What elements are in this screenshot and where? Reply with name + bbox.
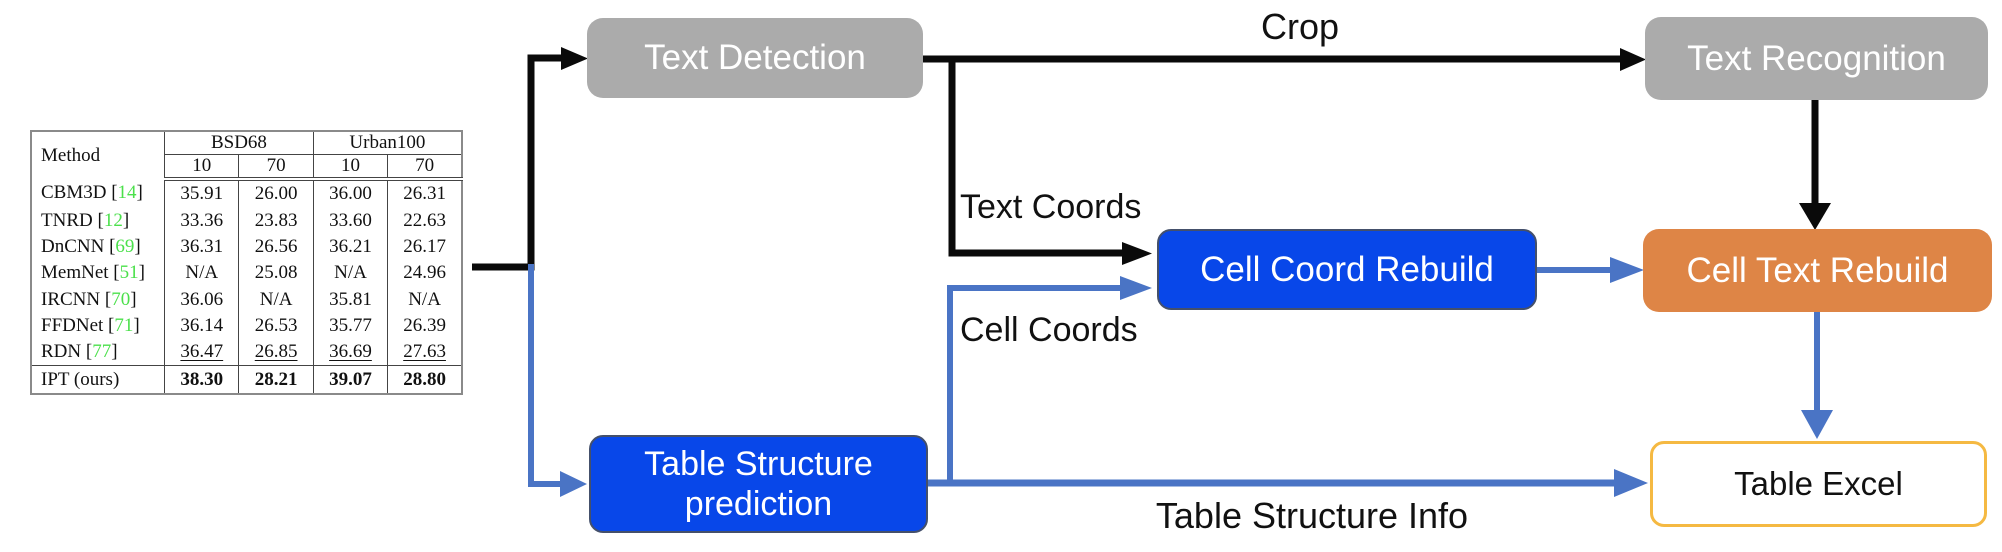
arrow-recognition-to-celltext-head [1799,203,1831,230]
value-cell: 33.60 [312,207,388,234]
arrow-crop-head [1620,48,1646,71]
node-table-excel: Table Excel [1650,441,1987,527]
arrow-cell-coords-head [1120,276,1152,300]
value-cell: N/A [312,260,388,287]
edge-label-table-structure-info: Table Structure Info [1155,495,1469,536]
method-cell: IRCNN [70] [41,288,137,310]
citation-number: 69 [115,236,135,258]
value-cell: 39.07 [312,365,388,394]
value-cell: 26.31 [387,179,462,208]
value-cell: 24.96 [387,260,462,287]
citation-number: 70 [111,288,131,310]
value-cell: 26.39 [387,312,462,339]
arrow-structure-info-head [1614,469,1648,497]
value-cell: 28.80 [387,365,462,394]
arrow-coord-to-text-rebuild-head [1610,257,1644,283]
arrow-text-rebuild-to-excel-head [1801,410,1833,439]
value-cell: 22.63 [387,207,462,234]
node-cell-coord-rebuild: Cell Coord Rebuild [1157,229,1537,310]
value-cell: N/A [164,260,239,287]
value-cell: 33.36 [164,207,239,234]
method-cell: RDN [77] [41,341,118,363]
value-cell: 38.30 [164,365,239,394]
value-cell: 36.00 [312,179,388,208]
citation-number: 71 [114,314,134,336]
arrow-table-to-structure-line [528,264,560,487]
node-text-detection: Text Detection [587,18,923,98]
value-cell: 36.47 [164,338,239,366]
col-header-method: Method [41,144,101,166]
method-cell: IPT (ours) [31,365,165,394]
method-cell: TNRD [12] [41,209,130,231]
node-text-recognition: Text Recognition [1645,17,1988,100]
value-cell: N/A [238,286,314,313]
value-cell: 36.21 [312,233,388,261]
method-cell: CBM3D [14] [41,182,143,204]
arrow-text-coords-head [1122,242,1152,265]
value-cell: 27.63 [387,338,462,366]
method-cell: DnCNN [69] [41,236,141,258]
method-cell: MemNet [51] [41,262,145,284]
col-sub-urban100-70: 70 [387,154,462,181]
value-cell: 36.31 [164,233,239,261]
value-cell: 26.17 [387,233,462,261]
value-cell: 23.83 [238,207,314,234]
value-cell: 28.21 [238,365,314,394]
input-table-image: Method BSD68 Urban100 10 70 10 70 CBM3D … [30,130,463,395]
node-table-structure-prediction: Table Structure prediction [589,435,928,533]
value-cell: 36.14 [164,312,239,339]
citation-number: 12 [103,209,123,231]
value-cell: 26.85 [238,338,314,366]
arrow-table-to-text-detection-line [472,54,561,271]
value-cell: 26.56 [238,233,314,261]
arrow-table-to-structure-head [560,471,587,497]
value-cell: 35.91 [164,179,239,208]
benchmark-table: Method BSD68 Urban100 10 70 10 70 CBM3D … [30,130,463,395]
value-cell: 26.00 [238,179,314,208]
method-cell: FFDNet [71] [41,314,140,336]
value-cell: 35.81 [312,286,388,313]
edge-label-cell-coords: Cell Coords [960,311,1138,349]
edge-label-crop: Crop [1260,6,1340,47]
col-sub-bsd68-70: 70 [238,154,314,181]
citation-number: 14 [117,182,137,204]
col-sub-urban100-10: 10 [312,154,388,181]
col-group-bsd68: BSD68 [164,131,314,155]
value-cell: 26.53 [238,312,314,339]
node-cell-text-rebuild: Cell Text Rebuild [1643,229,1992,312]
col-group-urban100: Urban100 [312,131,462,155]
citation-number: 51 [119,262,139,284]
arrow-table-to-text-detection-head [561,47,588,70]
value-cell: 36.69 [312,338,388,366]
value-cell: 25.08 [238,260,314,287]
col-sub-bsd68-10: 10 [164,154,239,181]
edge-label-text-coords: Text Coords [960,188,1142,226]
value-cell: N/A [387,286,462,313]
citation-number: 77 [92,341,112,363]
value-cell: 36.06 [164,286,239,313]
value-cell: 35.77 [312,312,388,339]
